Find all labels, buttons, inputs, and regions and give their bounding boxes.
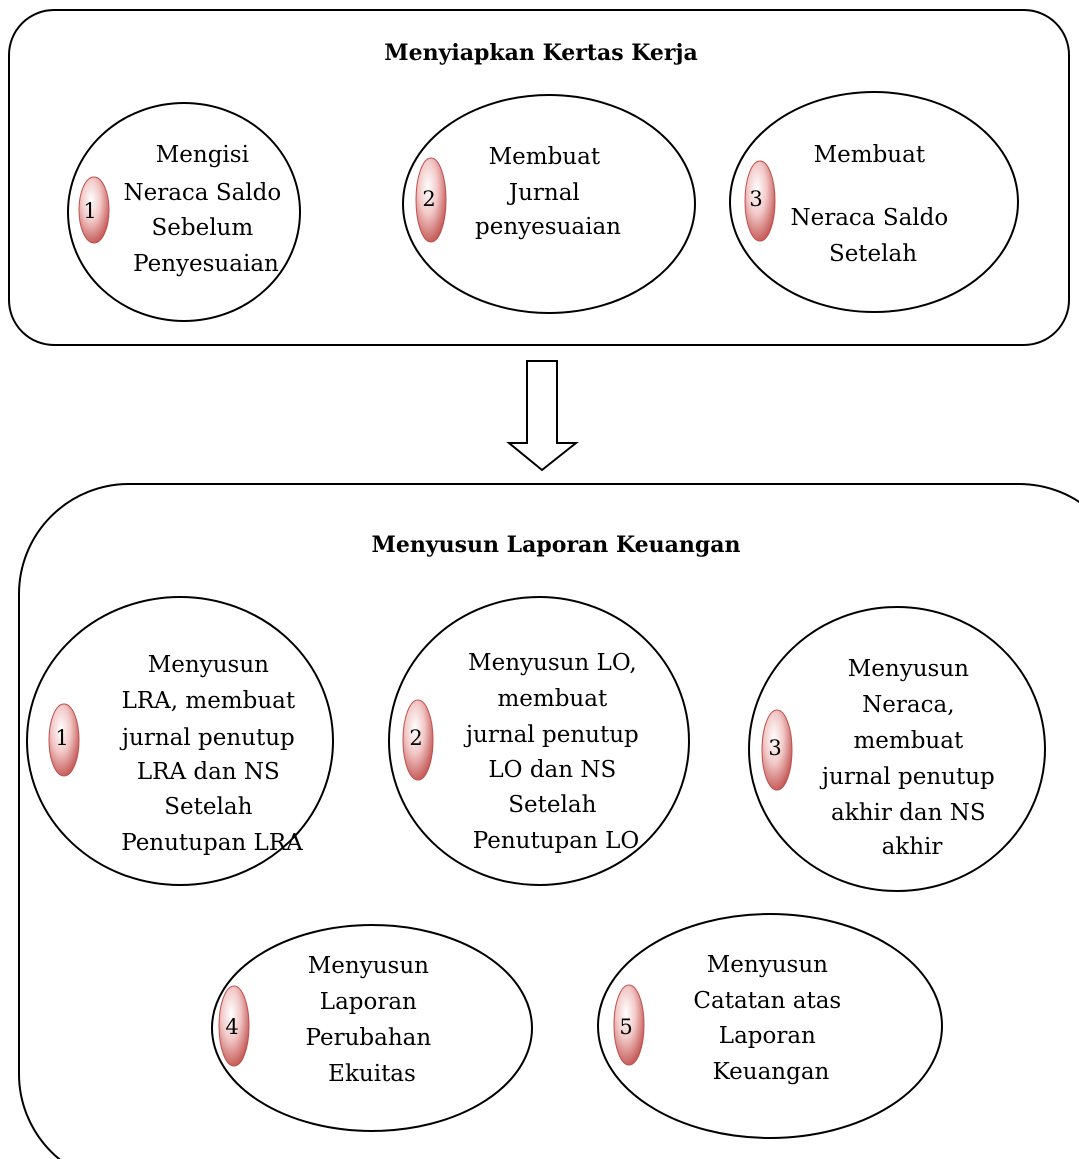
step-label-line: Ekuitas bbox=[328, 1061, 416, 1087]
step-label-line: Penyesuaian bbox=[133, 251, 279, 277]
step-2-4: 4 Menyusun Laporan Perubahan Ekuitas bbox=[211, 924, 533, 1132]
step-label: Menyusun Neraca, membuat jurnal penutup … bbox=[819, 656, 1002, 860]
step-label-line: akhir bbox=[882, 834, 943, 860]
step-number-badge bbox=[48, 703, 80, 777]
step-label-line: membuat bbox=[497, 686, 607, 712]
step-number: 2 bbox=[422, 187, 435, 211]
step-label: Membuat Jurnal penyesuaian bbox=[475, 144, 621, 240]
step-label-line: Catatan atas bbox=[693, 988, 841, 1014]
step-label-line: Menyusun bbox=[148, 652, 269, 678]
step-number-badge bbox=[402, 699, 434, 781]
step-label-line: Laporan bbox=[320, 989, 417, 1015]
step-label-line: Jurnal bbox=[507, 180, 580, 206]
step-label-line: Sebelum bbox=[152, 215, 254, 241]
step-label-line: Mengisi bbox=[156, 142, 249, 168]
step-label-line: Membuat bbox=[814, 142, 926, 168]
step-label: Menyusun Laporan Perubahan Ekuitas bbox=[306, 953, 439, 1087]
step-number-badge bbox=[218, 985, 250, 1067]
step-label-line: Membuat bbox=[489, 144, 601, 170]
step-label-line: penyesuaian bbox=[475, 214, 621, 240]
step-label-line: Perubahan bbox=[306, 1025, 432, 1051]
panel-title-prepare-worksheet: Menyiapkan Kertas Kerja bbox=[384, 40, 697, 66]
step-label-line: jurnal penutup bbox=[463, 722, 639, 748]
step-number-badge bbox=[761, 709, 793, 791]
step-2-2: 2 Menyusun LO, membuat jurnal penutup LO… bbox=[388, 596, 690, 886]
step-ellipse bbox=[748, 606, 1046, 892]
step-2-5: 5 Menyusun Catatan atas Laporan Keuangan bbox=[597, 913, 943, 1139]
step-number-badge bbox=[744, 160, 776, 242]
step-number: 3 bbox=[749, 187, 762, 211]
step-number: 1 bbox=[83, 199, 96, 223]
step-label-line: Menyusun LO, bbox=[468, 650, 637, 676]
step-label-line: Keuangan bbox=[713, 1059, 830, 1085]
step-number-badge bbox=[78, 176, 110, 244]
step-label-line: Neraca, bbox=[862, 692, 954, 718]
step-label-line: LO dan NS bbox=[488, 757, 616, 783]
step-ellipse bbox=[597, 913, 943, 1139]
step-label: Membuat Neraca Saldo Setelah bbox=[790, 142, 955, 267]
step-2-3: 3 Menyusun Neraca, membuat jurnal penutu… bbox=[748, 606, 1046, 892]
step-2-1: 1 Menyusun LRA, membuat jurnal penutup L… bbox=[26, 596, 334, 886]
step-label-line: jurnal penutup bbox=[819, 764, 995, 790]
step-ellipse bbox=[402, 94, 696, 314]
step-ellipse bbox=[388, 596, 690, 886]
step-number: 5 bbox=[619, 1015, 632, 1039]
step-1-1: 1 Mengisi Neraca Saldo Sebelum Penyesuai… bbox=[67, 102, 301, 322]
step-label-line: membuat bbox=[853, 728, 963, 754]
step-ellipse bbox=[729, 91, 1019, 313]
step-number: 4 bbox=[225, 1015, 238, 1039]
step-number-badge bbox=[415, 157, 447, 243]
step-ellipse bbox=[211, 924, 533, 1132]
step-label-line: Neraca Saldo bbox=[790, 205, 948, 231]
down-arrow-icon bbox=[506, 360, 579, 472]
step-number-badge bbox=[613, 984, 645, 1066]
step-label: Menyusun LO, membuat jurnal penutup LO d… bbox=[463, 650, 646, 854]
step-label-line: Laporan bbox=[719, 1023, 816, 1049]
step-label: Menyusun Catatan atas Laporan Keuangan bbox=[693, 952, 848, 1085]
step-1-2: 2 Membuat Jurnal penyesuaian bbox=[402, 94, 696, 314]
step-label-line: LRA dan NS bbox=[137, 759, 280, 785]
step-label-line: Setelah bbox=[508, 792, 596, 818]
step-label: Menyusun LRA, membuat jurnal penutup LRA… bbox=[119, 652, 303, 856]
step-label: Mengisi Neraca Saldo Sebelum Penyesuaian bbox=[123, 142, 288, 277]
step-label-line: Setelah bbox=[829, 241, 917, 267]
panel-title-financial-reports: Menyusun Laporan Keuangan bbox=[372, 532, 741, 558]
step-label-line: akhir dan NS bbox=[831, 800, 986, 826]
step-number: 2 bbox=[409, 726, 422, 750]
step-label-line: LRA, membuat bbox=[122, 688, 296, 714]
step-ellipse bbox=[26, 596, 334, 886]
step-label-line: Menyusun bbox=[848, 656, 969, 682]
step-label-line: Neraca Saldo bbox=[123, 180, 281, 206]
step-label-line: Penutupan LO bbox=[473, 828, 639, 854]
step-label-line: Setelah bbox=[164, 794, 252, 820]
step-number: 3 bbox=[768, 736, 781, 760]
step-number: 1 bbox=[55, 726, 68, 750]
step-label-line: jurnal penutup bbox=[119, 725, 295, 751]
step-ellipse bbox=[67, 102, 301, 322]
step-1-3: 3 Membuat Neraca Saldo Setelah bbox=[729, 91, 1019, 313]
step-label-line: Menyusun bbox=[707, 952, 828, 978]
step-label-line: Penutupan LRA bbox=[121, 830, 303, 856]
step-label-line: Menyusun bbox=[308, 953, 429, 979]
